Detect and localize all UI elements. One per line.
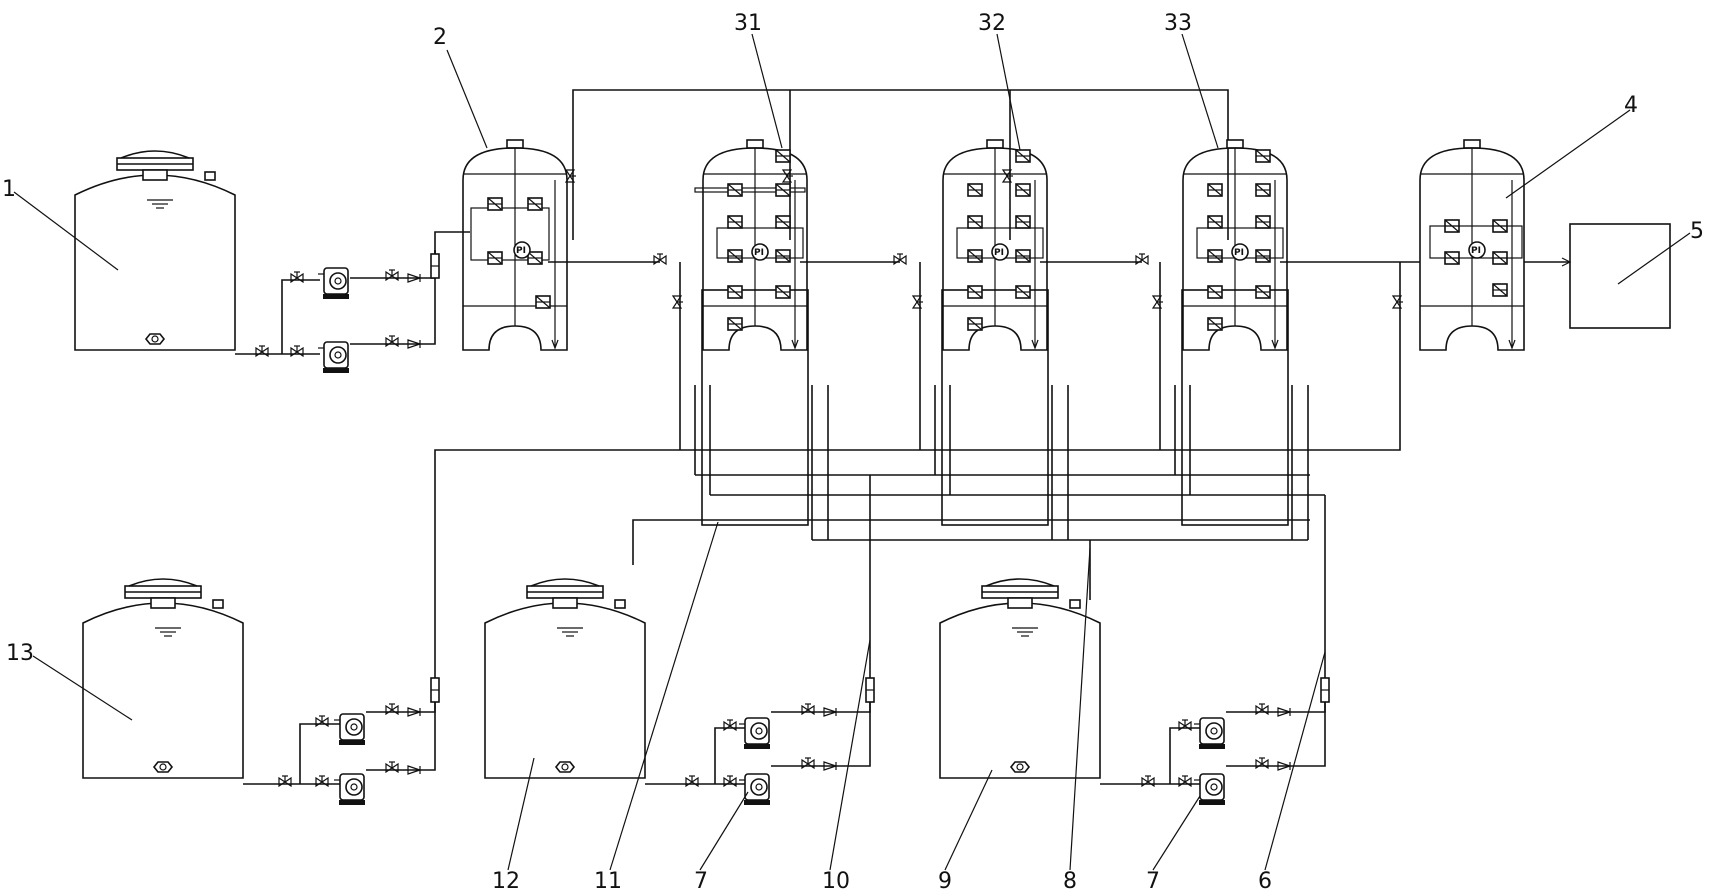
label-tank-9: 9 [938, 869, 952, 892]
top-return-header [565, 89, 1229, 240]
regen-pumps-12 [645, 677, 875, 806]
label-line-6: 6 [1258, 869, 1272, 892]
exchange-vessel-33: PI [1181, 139, 1289, 526]
regen-tank-12 [485, 579, 645, 778]
polishing-vessel-4: PI [1419, 139, 1525, 351]
exchange-vessel-32: PI [941, 139, 1049, 526]
regen-tank-9 [940, 579, 1100, 778]
label-vessel-4: 4 [1624, 93, 1638, 118]
pretreatment-vessel-2: PI [462, 139, 568, 351]
label-pump-7a: 7 [694, 869, 708, 892]
label-tank-1: 1 [2, 177, 16, 202]
label-tank-12: 12 [492, 869, 520, 892]
regen-tank-13 [83, 579, 243, 778]
label-vessel-32: 32 [978, 11, 1006, 36]
feed-tank-1 [75, 151, 235, 350]
exchange-vessel-31: PI [694, 139, 809, 526]
regen-pumps-13 [243, 677, 440, 806]
label-line-11: 11 [594, 869, 622, 892]
pressure-gauge-label: PI [1234, 248, 1244, 258]
label-tank-13: 13 [6, 641, 34, 666]
feed-pumps-1 [235, 231, 470, 374]
pressure-gauge-label: PI [754, 248, 764, 258]
pressure-gauge-label: PI [994, 248, 1004, 258]
regen-pumps-9 [1100, 677, 1330, 806]
pressure-gauge-label: PI [1471, 246, 1481, 256]
label-line-8: 8 [1063, 869, 1077, 892]
label-vessel-2: 2 [433, 25, 447, 50]
label-vessel-33: 33 [1164, 11, 1192, 36]
label-vessel-31: 31 [734, 11, 762, 36]
label-line-10: 10 [822, 869, 850, 892]
regeneration-headers [434, 262, 1404, 700]
leader-lines [13, 33, 1691, 871]
label-pump-7b: 7 [1146, 869, 1160, 892]
pressure-gauge-label: PI [516, 246, 526, 256]
product-unit-5 [1569, 223, 1671, 329]
label-unit-5: 5 [1690, 219, 1704, 244]
